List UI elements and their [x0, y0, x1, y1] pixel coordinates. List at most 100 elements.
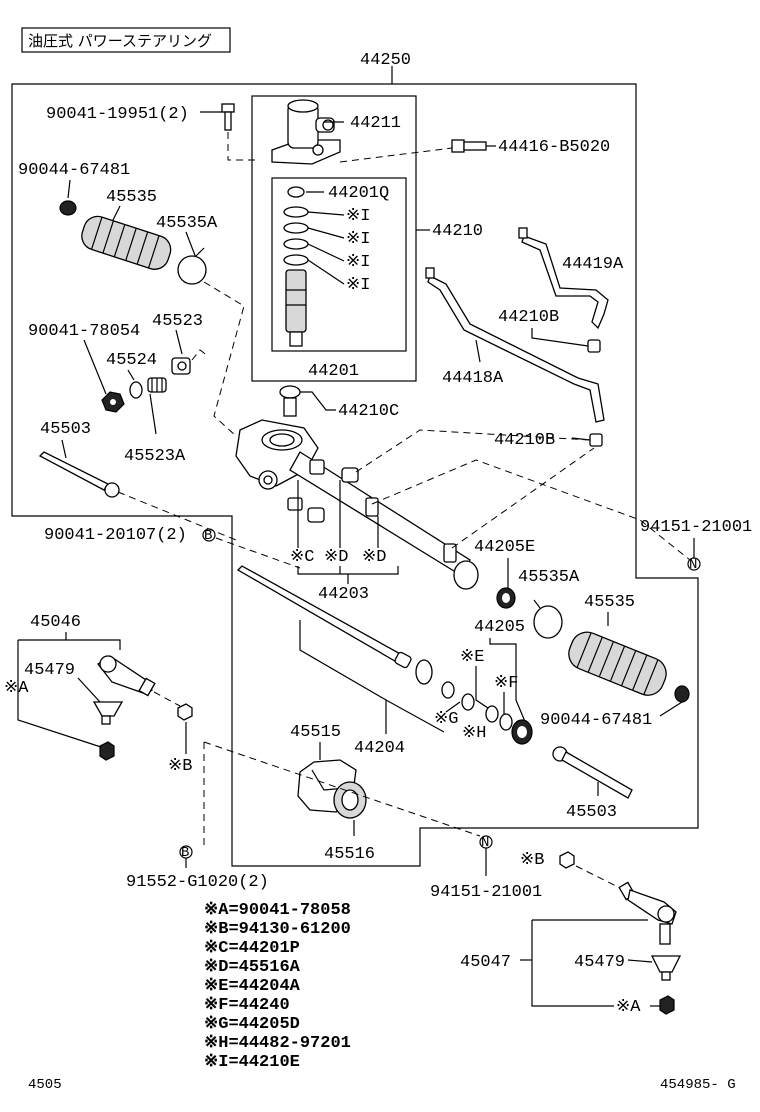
- marker-c: ※C: [290, 548, 314, 567]
- label-94151-bottom: 94151-21001: [430, 883, 542, 902]
- label-44201: 44201: [308, 362, 359, 381]
- union-bolt-icon: [451, 139, 487, 153]
- label-45479-left: 45479: [24, 661, 75, 680]
- marker-h: ※H: [462, 724, 486, 743]
- label-44203: 44203: [318, 585, 369, 604]
- spring-cap-icon: [147, 377, 167, 393]
- bushing-45516-icon: [333, 781, 367, 819]
- seal-44205e-icon: [496, 587, 516, 609]
- valve-inner-box: [271, 177, 407, 352]
- label-45503-right: 45503: [566, 803, 617, 822]
- label-90041-19951: 90041-19951(2): [46, 105, 189, 124]
- o-ring-44210c-icon: [279, 385, 301, 417]
- label-44210c: 44210C: [338, 402, 399, 421]
- label-44418a: 44418A: [442, 369, 504, 388]
- label-45046: 45046: [30, 613, 81, 632]
- label-45535-right: 45535: [584, 593, 635, 612]
- label-45516: 45516: [324, 845, 375, 864]
- label-44204: 44204: [354, 739, 405, 758]
- legend-h: ※H=44482-97201: [204, 1034, 351, 1053]
- legend-a: ※A=90041-78058: [204, 901, 351, 920]
- label-44205: 44205: [474, 618, 525, 637]
- valve-seal-stack-icon: [283, 186, 309, 347]
- nut-a-right-icon: [659, 995, 675, 1015]
- tie-rod-end-right-icon: [618, 881, 682, 981]
- nut-icon: [101, 391, 125, 413]
- marker-circle-b-2: B: [181, 845, 189, 861]
- label-90041-20107: 90041-20107(2): [44, 526, 187, 545]
- rack-bar-icon: [236, 565, 412, 669]
- clamp-icon: [59, 200, 77, 216]
- footer-right-code: 454985- G: [660, 1077, 736, 1093]
- header-title: 油圧式 パワーステアリング: [28, 32, 212, 50]
- bushing-stack-icon: [415, 659, 533, 745]
- assembly-44250-outline: [11, 83, 699, 867]
- label-45515: 45515: [290, 723, 341, 742]
- marker-i-3: ※I: [346, 253, 370, 272]
- valve-assembly-box: [251, 95, 417, 382]
- nut-a-left-icon: [99, 741, 115, 761]
- label-44210b-top: 44210B: [498, 308, 559, 327]
- washer-45524-icon: [129, 381, 143, 399]
- label-44210b-bottom: 44210B: [494, 431, 555, 450]
- legend-i: ※I=44210E: [204, 1053, 300, 1072]
- label-45479-right: 45479: [574, 953, 625, 972]
- label-44419a: 44419A: [562, 255, 624, 274]
- marker-a-right: ※A: [616, 998, 641, 1017]
- label-45524: 45524: [106, 351, 157, 370]
- gear-housing-icon: [235, 419, 479, 590]
- label-45535a-right: 45535A: [518, 568, 580, 587]
- legend-f: ※F=44240: [204, 996, 290, 1015]
- label-45503-left: 45503: [40, 420, 91, 439]
- bolt-icon: [221, 103, 235, 131]
- clamp-right-icon: [674, 685, 690, 703]
- tie-rod-right-icon: [552, 746, 633, 799]
- label-44416: 44416-B5020: [498, 138, 610, 157]
- boot-right-icon: [568, 631, 667, 696]
- legend-d: ※D=45516A: [204, 958, 301, 977]
- label-90044-67481-right: 90044-67481: [540, 711, 652, 730]
- label-44250: 44250: [360, 51, 411, 70]
- marker-i-2: ※I: [346, 230, 370, 249]
- marker-f: ※F: [494, 674, 518, 693]
- legend-g: ※G=44205D: [204, 1015, 300, 1034]
- label-45047: 45047: [460, 953, 511, 972]
- label-45523a: 45523A: [124, 447, 186, 466]
- nut-b-left-icon: [177, 703, 193, 721]
- label-45523: 45523: [152, 312, 203, 331]
- washer-plate-icon: [177, 247, 207, 285]
- tie-rod-end-left-icon: [92, 655, 156, 725]
- legend-c: ※C=44201P: [204, 939, 300, 958]
- label-44201q: 44201Q: [328, 184, 389, 203]
- marker-circle-b-1: B: [204, 528, 212, 544]
- marker-b-right: ※B: [520, 851, 544, 870]
- label-90044-67481-left: 90044-67481: [18, 161, 130, 180]
- header-box: [21, 27, 231, 53]
- label-91552: 91552-G1020(2): [126, 873, 269, 892]
- legend: ※A=90041-78058 ※B=94130-61200 ※C=44201P …: [204, 901, 351, 1072]
- nut-b-right-icon: [559, 851, 575, 869]
- label-90041-78054: 90041-78054: [28, 322, 140, 341]
- marker-g: ※G: [434, 710, 458, 729]
- marker-i-1: ※I: [346, 207, 370, 226]
- boot-left-icon: [81, 215, 172, 270]
- marker-i-4: ※I: [346, 276, 370, 295]
- label-45535a-left: 45535A: [156, 214, 218, 233]
- marker-a-left: ※A: [4, 679, 29, 698]
- legend-e: ※E=44204A: [204, 977, 301, 996]
- marker-d-1: ※D: [324, 548, 348, 567]
- label-94151-right: 94151-21001: [640, 518, 752, 537]
- tie-rod-left-icon: [38, 451, 120, 498]
- legend-b: ※B=94130-61200: [204, 920, 351, 939]
- marker-b-left: ※B: [168, 757, 192, 776]
- marker-circle-n-1: N: [689, 557, 697, 573]
- plug-icon: [171, 357, 191, 375]
- label-44210: 44210: [432, 222, 483, 241]
- label-44205e: 44205E: [474, 538, 535, 557]
- marker-circle-n-2: N: [481, 835, 489, 851]
- label-45535-left: 45535: [106, 188, 157, 207]
- valve-housing-icon: [271, 99, 341, 165]
- label-44211: 44211: [350, 114, 401, 133]
- pressure-line-44419a-icon: [518, 227, 609, 353]
